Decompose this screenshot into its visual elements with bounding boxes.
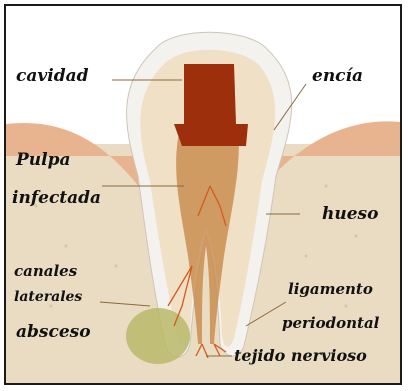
label-pulp-line1: Pulpa xyxy=(16,152,71,169)
label-lateral-line1: canales xyxy=(14,264,77,279)
label-bone: hueso xyxy=(322,206,378,223)
label-abscess: absceso xyxy=(16,324,91,341)
label-gum: encía xyxy=(312,68,363,85)
label-lateral-line2: laterales xyxy=(14,290,82,304)
label-nerve: tejido nervioso xyxy=(234,348,367,364)
label-ligament-line2: periodontal xyxy=(282,316,379,331)
label-pulp-line2: infectada xyxy=(12,190,101,207)
label-ligament-line1: ligamento xyxy=(288,282,373,297)
label-cavity: cavidad xyxy=(16,68,89,85)
abscess-region xyxy=(126,308,190,364)
diagram-frame: cavidad encía Pulpa infectada hueso cana… xyxy=(4,4,402,385)
